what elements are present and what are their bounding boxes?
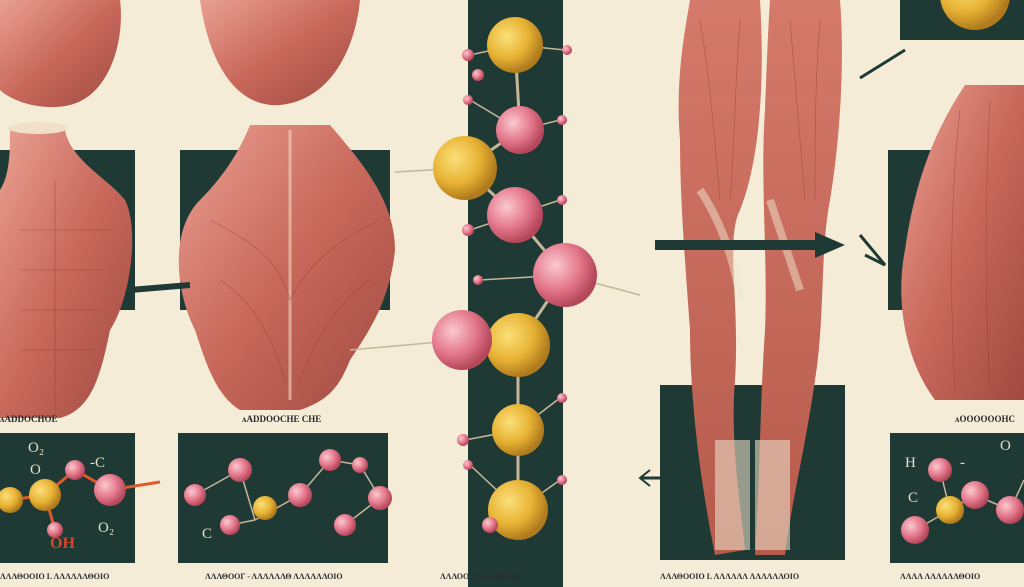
bottom-caption-5: ΛΛΛΛ ΛΛΛΛΛΛΘΟΙΟ [900, 572, 981, 581]
atom-7 [432, 310, 492, 370]
neck-cut [8, 122, 68, 134]
chem-o-label: O [30, 462, 41, 478]
chem-right-dash-label: - [960, 455, 965, 471]
bottom-caption-2: ΛΛΛΘΟΟΓ - ΛΛΛΛΛΛΘ ΛΛΛΛΛΛΟΙΟ [205, 572, 343, 581]
panel-shins [660, 385, 845, 560]
chem-o2-label: O₂ [28, 440, 45, 456]
back-muscle [178, 125, 395, 410]
atom-1 [487, 17, 543, 73]
bottom-caption-4: ΛΛΛΘΟΟΙΟ L ΛΛΛΛΛΛ ΛΛΛΛΛΛΟΙΟ [660, 572, 800, 581]
caption-mid: ʌADDOOCHE CHE [242, 414, 322, 424]
bottom-caption-3: ΛΛΛΟΟ ΛΛΛΛΛΘΟΙΟ [440, 572, 521, 581]
sphere-top-right [940, 0, 1010, 30]
chem-right-o-label: O [1000, 438, 1011, 454]
chem-c-label: C [202, 526, 213, 542]
atom-3 [433, 136, 497, 200]
muscle-right [901, 85, 1024, 400]
chem-right-c-label: C [908, 490, 919, 506]
atom-9 [488, 480, 548, 540]
caption-left: ʌADDOCHOE [0, 414, 58, 424]
chem-right-h-label: H [905, 455, 916, 471]
bottom-caption-1: ΛΛΛΘΟΟΙΟ L ΛΛΛΛΛΛΘΟΙΟ [0, 572, 110, 581]
panel-chem-mid [178, 433, 388, 563]
leg-left [678, 0, 762, 555]
atom-5 [533, 243, 597, 307]
torso-muscle [0, 130, 133, 418]
muscle-top-mid [200, 0, 360, 106]
muscle-top-left [0, 0, 121, 108]
atom-6 [486, 313, 550, 377]
atom-4 [487, 187, 543, 243]
atom-2 [496, 106, 544, 154]
atom-8 [492, 404, 544, 456]
caption-right: ʌOOOOOOHC [955, 414, 1016, 424]
chem-dash-c-label: -C [90, 455, 105, 471]
chem-oh-label: OH [50, 535, 75, 552]
chem-o2b-label: O₂ [98, 520, 115, 536]
